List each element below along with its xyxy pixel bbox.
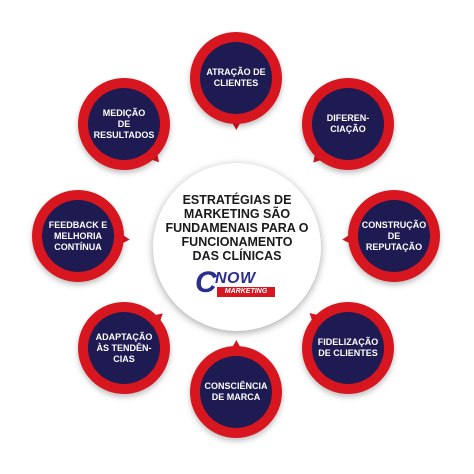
node-label: CONSTRUÇÃO DE REPUTAÇÃO — [361, 219, 427, 252]
cnow-logo: C NOW MARKETING — [195, 266, 279, 301]
node-atracao: ATRAÇÃO DE CLIENTES — [190, 32, 282, 131]
node-inner: FEEDBACK E MELHORIA CONTÍNUA — [42, 200, 114, 272]
logo-letter: C — [195, 266, 217, 299]
node-inner: MEDIÇÃO DE RESULTADOS — [88, 88, 160, 160]
node-inner: DIFEREN- CIAÇÃO — [312, 88, 384, 160]
node-consciencia: CONSCIÊNCIA DE MARCA — [190, 339, 282, 438]
node-feedback: FEEDBACK E MELHORIA CONTÍNUA — [32, 190, 131, 282]
node-diferenciacao: DIFEREN- CIAÇÃO — [302, 78, 394, 170]
node-fidelizacao: FIDELIZAÇÃO DE CLIENTES — [302, 302, 394, 394]
logo-word: NOW — [215, 270, 256, 287]
node-inner: CONSCIÊNCIA DE MARCA — [200, 356, 272, 428]
node-inner: CONSTRUÇÃO DE REPUTAÇÃO — [358, 200, 430, 272]
logo-subtitle: MARKETING — [217, 287, 275, 297]
node-inner: ADAPTAÇÃO ÀS TENDÊN- CIAS — [88, 312, 160, 384]
node-medicao: MEDIÇÃO DE RESULTADOS — [78, 78, 170, 170]
node-label: DIFEREN- CIAÇÃO — [326, 113, 370, 134]
node-label: FIDELIZAÇÃO DE CLIENTES — [317, 337, 379, 358]
node-inner: FIDELIZAÇÃO DE CLIENTES — [312, 312, 384, 384]
node-adaptacao: ADAPTAÇÃO ÀS TENDÊN- CIAS — [78, 302, 170, 394]
node-construcao: CONSTRUÇÃO DE REPUTAÇÃO — [341, 190, 440, 282]
node-inner: ATRAÇÃO DE CLIENTES — [200, 42, 272, 114]
node-label: FEEDBACK E MELHORIA CONTÍNUA — [48, 219, 108, 252]
center-title: ESTRATÉGIAS DE MARKETING SÃO FUNDAMENAIS… — [165, 193, 309, 263]
node-label: ADAPTAÇÃO ÀS TENDÊN- CIAS — [95, 331, 153, 364]
center-circle: ESTRATÉGIAS DE MARKETING SÃO FUNDAMENAIS… — [153, 163, 321, 331]
node-label: ATRAÇÃO DE CLIENTES — [206, 67, 266, 88]
node-label: MEDIÇÃO DE RESULTADOS — [93, 107, 155, 140]
node-label: CONSCIÊNCIA DE MARCA — [204, 381, 268, 402]
